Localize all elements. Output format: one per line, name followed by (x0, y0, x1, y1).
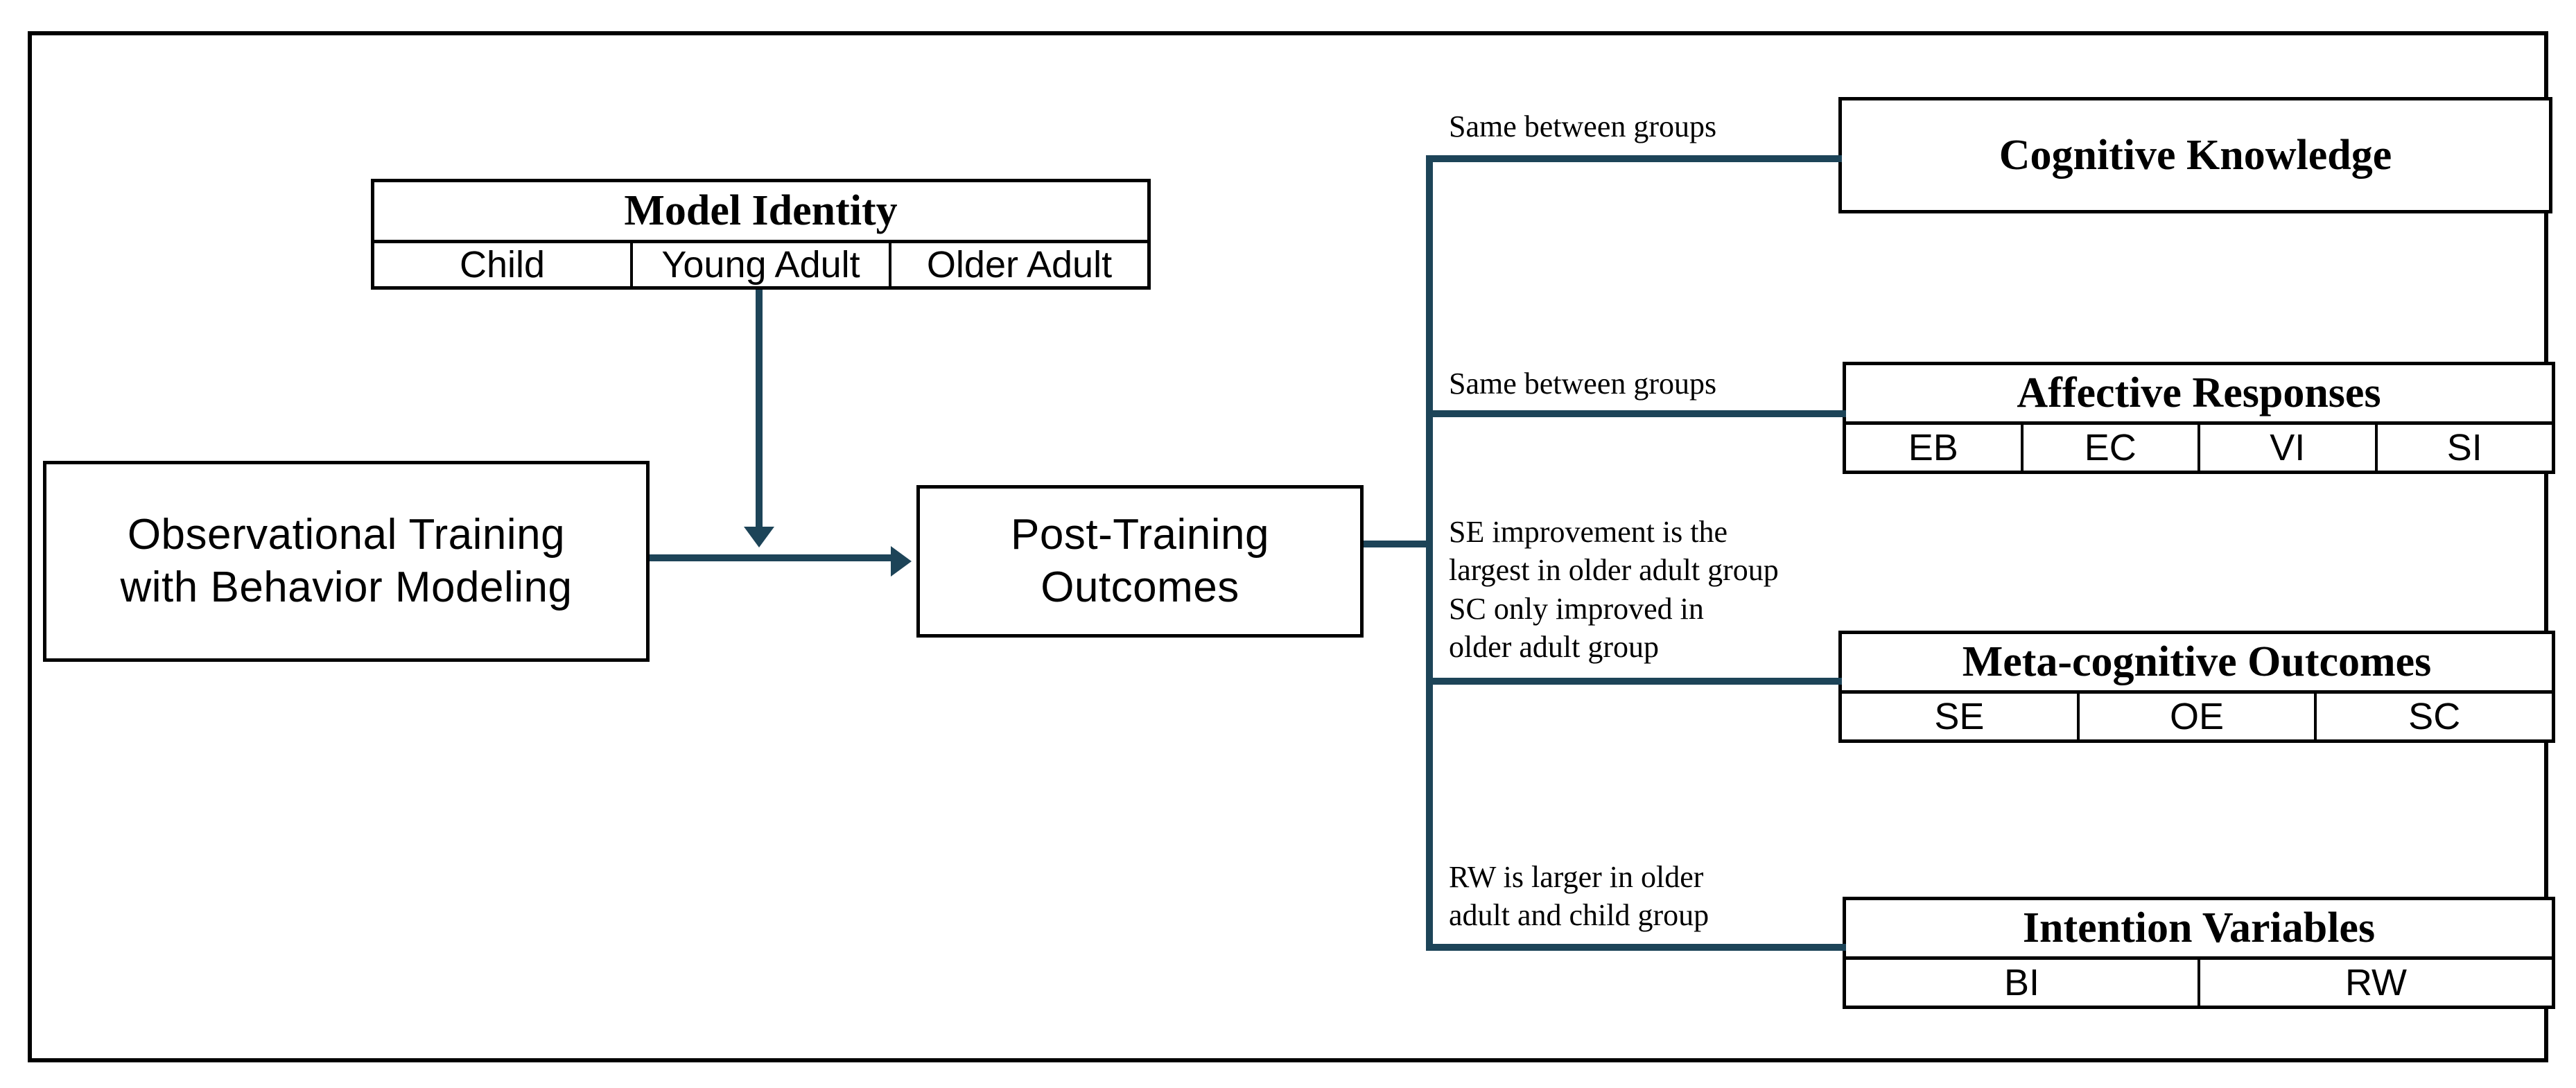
observational-training-label: Observational Training with Behavior Mod… (120, 511, 573, 611)
node-meta-cognitive-outcomes: Meta-cognitive Outcomes SE OE SC (1838, 631, 2555, 743)
meta-cognitive-outcomes-cell-se: SE (1842, 694, 2080, 739)
model-identity-cell-child: Child (374, 243, 633, 286)
model-identity-cell-older-adult: Older Adult (926, 244, 1113, 286)
meta-cognitive-outcomes-title: Meta-cognitive Outcomes (1842, 634, 2552, 694)
connector-model-identity-vertical (756, 290, 763, 534)
annotation-meta-cognitive: SE improvement is the largest in older a… (1449, 515, 1779, 665)
intention-variables-row: BI RW (1846, 960, 2552, 1006)
node-affective-responses: Affective Responses EB EC VI SI (1843, 362, 2555, 474)
node-model-identity: Model Identity Child Young Adult Older A… (371, 179, 1151, 290)
annotation-cognitive-knowledge: Same between groups (1449, 109, 1717, 143)
affective-responses-cell-vi: VI (2200, 425, 2378, 471)
meta-cognitive-outcomes-cell-sc: SC (2408, 696, 2461, 737)
diagram-outer-frame (28, 31, 2548, 1062)
affective-responses-cell-ec: EC (2024, 425, 2200, 471)
node-intention-variables: Intention Variables BI RW (1843, 897, 2555, 1009)
affective-responses-title: Affective Responses (1846, 365, 2552, 425)
connector-training-to-outcomes (650, 554, 892, 561)
model-identity-row: Child Young Adult Older Adult (374, 243, 1147, 286)
meta-cognitive-outcomes-row: SE OE SC (1842, 694, 2552, 739)
cognitive-knowledge-title: Cognitive Knowledge (1999, 131, 2392, 179)
affective-responses-row: EB EC VI SI (1846, 425, 2552, 471)
connector-branch-affective-responses (1426, 410, 1846, 417)
connector-branch-meta-cognitive (1426, 678, 1842, 685)
connector-branch-intention-variables (1426, 944, 1846, 951)
intention-variables-cell-rw: RW (2345, 962, 2407, 1003)
affective-responses-cell-si: SI (2446, 427, 2482, 468)
connector-outcomes-to-spine (1364, 541, 1433, 547)
node-post-training-outcomes: Post-Training Outcomes (916, 485, 1364, 638)
post-training-outcomes-label: Post-Training Outcomes (1011, 511, 1269, 611)
affective-responses-cell-eb: EB (1846, 425, 2024, 471)
connector-training-to-outcomes-arrowhead (891, 546, 912, 577)
annotation-intention-variables: RW is larger in older adult and child gr… (1449, 860, 1709, 933)
meta-cognitive-outcomes-cell-oe: OE (2080, 694, 2317, 739)
intention-variables-title: Intention Variables (1846, 900, 2552, 960)
connector-model-identity-arrowhead (744, 527, 774, 547)
node-observational-training: Observational Training with Behavior Mod… (43, 461, 650, 662)
intention-variables-cell-bi: BI (1846, 960, 2200, 1006)
node-cognitive-knowledge: Cognitive Knowledge (1838, 97, 2552, 213)
annotation-affective-responses: Same between groups (1449, 367, 1717, 401)
connector-spine-trunk (1426, 155, 1433, 951)
model-identity-cell-young-adult: Young Adult (633, 243, 891, 286)
model-identity-title: Model Identity (374, 182, 1147, 243)
connector-branch-cognitive-knowledge (1426, 155, 1842, 162)
